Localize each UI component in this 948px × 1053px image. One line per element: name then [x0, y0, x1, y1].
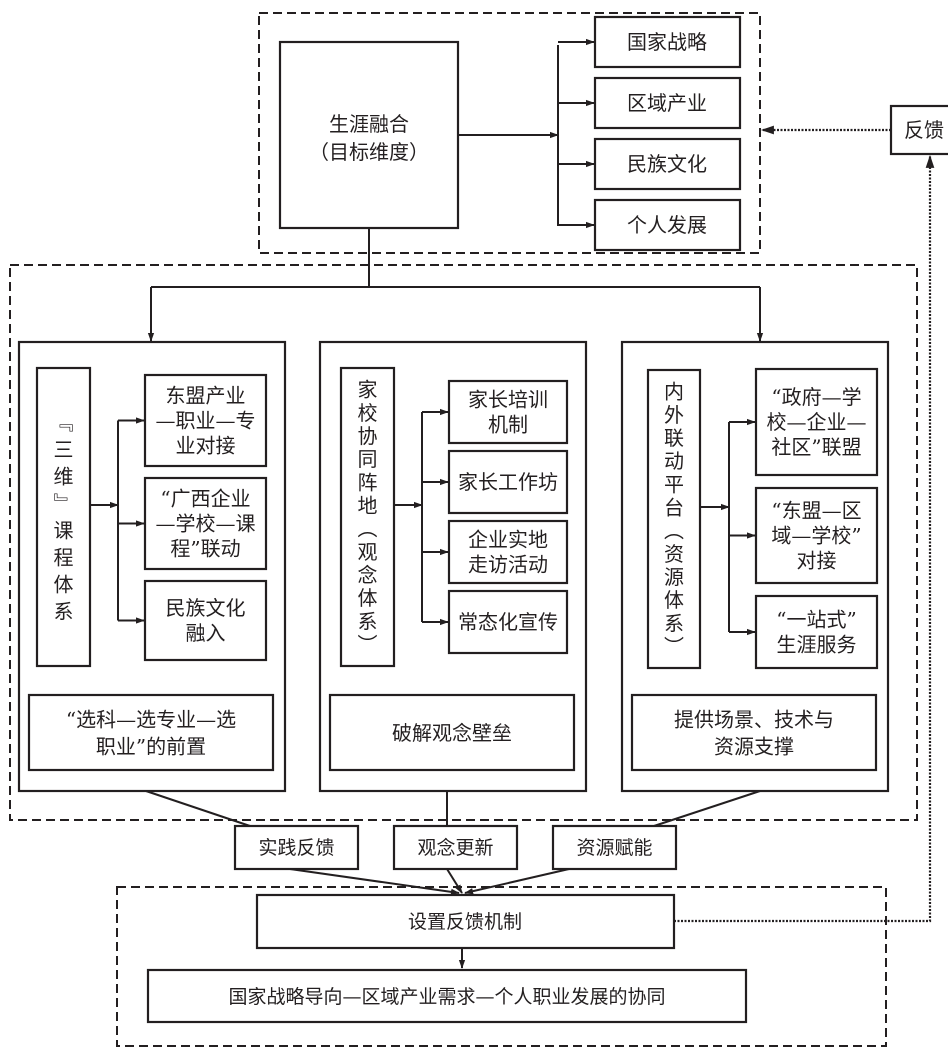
target-label: 个人发展: [627, 213, 707, 237]
target-label: 民族文化: [627, 152, 707, 176]
panel-title-box: 内外联动平台︵资源体系︶: [646, 368, 702, 670]
panel-title: ﹃三维﹄课程体系: [54, 411, 74, 624]
core-goal-line-1: 生涯融合: [329, 112, 409, 136]
panel-title: 内外联动平台︵资源体系︶: [664, 380, 684, 659]
panel-outcome-line-2: 资源支撑: [714, 735, 794, 759]
panel-item-line-2: 走访活动: [468, 553, 548, 577]
output-to-mechanism-arrow: [289, 868, 460, 895]
core-goal-box: 生涯融合 （目标维度）: [278, 40, 460, 230]
panel-item-line-1: 家长工作坊: [458, 470, 558, 494]
panel-to-output-line: [653, 790, 761, 827]
panel-curriculum: ﹃三维﹄课程体系东盟产业—职业—专业对接“广西企业—学校—课程”联动民族文化融入…: [17, 340, 287, 793]
panel-item-line-1: 企业实地: [468, 528, 548, 552]
mechanism-feedback-loop: [674, 154, 935, 923]
panel-outcome-box: “选科—选专业—选职业”的前置: [27, 693, 275, 772]
output-label-box-3: 资源赋能: [551, 824, 678, 871]
output-to-mechanism-arrow: [446, 868, 463, 894]
panel-item-box: “东盟—区域—学校”对接: [754, 486, 879, 585]
panel-outcome-box: 破解观念壁垒: [328, 693, 576, 772]
panel-to-output-line: [145, 790, 251, 827]
target-label: 区域产业: [627, 91, 707, 115]
output-label-box-1: 实践反馈: [233, 824, 360, 871]
synergy-goal-label: 国家战略导向—区域产业需求—个人职业发展的协同: [228, 986, 665, 1008]
panel-item-box: “政府—学校—企业—社区”联盟: [754, 367, 879, 477]
panel-platform: 内外联动平台︵资源体系︶“政府—学校—企业—社区”联盟“东盟—区域—学校”对接“…: [620, 340, 890, 793]
panel-title-box: 家校协同阵地︵观念体系︶: [339, 366, 396, 668]
panel-item-line-3: 程”联动: [170, 537, 240, 561]
output-label: 资源赋能: [576, 837, 652, 859]
panel-item-line-2: —职业—专: [156, 409, 256, 433]
output-label: 实践反馈: [258, 837, 334, 859]
panel-item-line-1: “一站式”: [776, 608, 856, 632]
panel-item-line-1: “政府—学: [771, 385, 861, 409]
panel-title: 家校协同阵地︵观念体系︶: [358, 378, 378, 657]
panel-item-line-2: —学校—课: [156, 512, 256, 536]
panel-item-line-1: 民族文化: [166, 596, 246, 620]
feedback-box: 反馈: [889, 104, 948, 156]
output-label-box-2: 观念更新: [392, 824, 519, 871]
panel-item-box: “广西企业—学校—课程”联动: [143, 476, 268, 571]
panel-item-line-2: 域—学校”: [771, 524, 861, 548]
top-group-frame: [258, 12, 761, 254]
panel-item-line-2: 校—企业—: [767, 410, 867, 434]
output-label: 观念更新: [417, 836, 493, 859]
panel-item-box: 家长工作坊: [447, 449, 569, 515]
panel-outcome-line-1: 破解观念壁垒: [392, 721, 512, 745]
panel-item-line-3: 社区”联盟: [771, 435, 861, 459]
target-label: 国家战略: [627, 30, 707, 54]
panel-item-line-1: 常态化宣传: [458, 610, 558, 634]
panel-item-line-2: 生涯服务: [777, 633, 857, 657]
feedback-mechanism-label: 设置反馈机制: [408, 911, 522, 933]
panel-home-school: 家校协同阵地︵观念体系︶ 家长培训机制家长工作坊企业实地走访活动常态化宣传破解观念…: [318, 340, 588, 793]
panel-item-line-2: 融入: [186, 621, 226, 645]
feedback-label: 反馈: [904, 118, 944, 142]
target-box-1: 国家战略: [593, 15, 742, 69]
feedback-mechanism-box: 设置反馈机制: [255, 893, 676, 950]
middle-group-frame: [9, 264, 918, 821]
panel-item-line-3: 业对接: [176, 434, 236, 458]
panel-outcome-line-1: 提供场景、技术与: [674, 708, 834, 732]
bottom-group-frame: [116, 886, 887, 1047]
core-goal-line-2: （目标维度）: [309, 140, 429, 164]
panel-title-box: ﹃三维﹄课程体系: [35, 366, 92, 668]
panel-item-line-1: “东盟—区: [771, 499, 861, 523]
panel-item-line-1: “广西企业: [160, 487, 250, 511]
panel-item-line-3: 对接: [797, 549, 837, 573]
panel-outcome-line-2: 职业”的前置: [96, 735, 206, 759]
target-box-4: 个人发展: [593, 198, 742, 252]
panel-outcome-line-1: “选科—选专业—选: [66, 708, 236, 732]
panel-item-line-2: 机制: [488, 413, 528, 437]
target-box-2: 区域产业: [593, 76, 742, 130]
panel-item-box: “一站式”生涯服务: [754, 594, 879, 670]
output-to-mechanism-arrow: [464, 868, 570, 895]
panel-item-line-1: 家长培训: [468, 388, 548, 412]
panel-item-box: 常态化宣传: [447, 589, 569, 655]
synergy-goal-box: 国家战略导向—区域产业需求—个人职业发展的协同: [146, 968, 748, 1024]
target-box-3: 民族文化: [593, 137, 742, 191]
panel-item-line-1: 东盟产业: [166, 384, 246, 408]
